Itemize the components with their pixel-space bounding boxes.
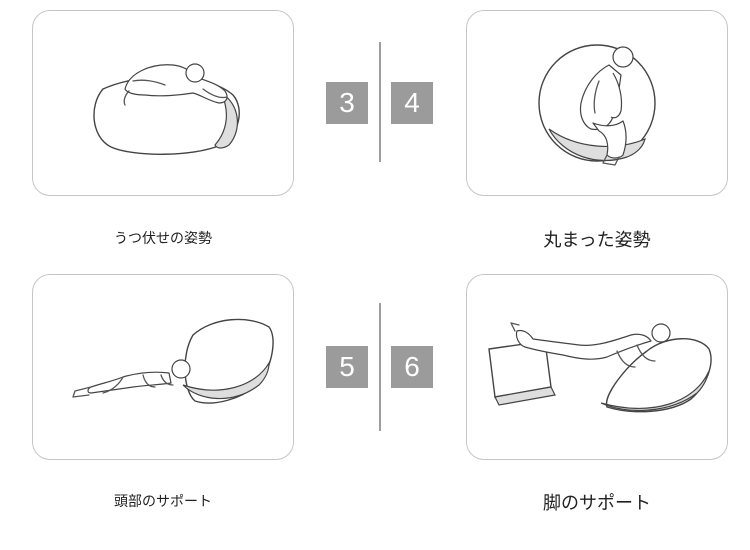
panel-caption-4: 丸まった姿勢 xyxy=(543,230,651,251)
panel-number-badge-3: 3 xyxy=(326,82,368,124)
leg-support-illustration xyxy=(488,322,712,413)
panel-card-4 xyxy=(466,10,728,196)
curled-posture-illustration xyxy=(538,44,656,166)
head-support-illustration xyxy=(72,318,274,404)
panel-card-6 xyxy=(466,274,728,460)
panel-card-3 xyxy=(32,10,294,196)
vertical-divider-top xyxy=(379,42,381,162)
panel-caption-6: 脚のサポート xyxy=(543,493,651,514)
panel-number-badge-6: 6 xyxy=(391,346,433,388)
panel-card-5 xyxy=(32,274,294,460)
panel-caption-3: うつ伏せの姿勢 xyxy=(114,231,212,247)
vertical-divider-bottom xyxy=(379,303,381,431)
panel-number-badge-5: 5 xyxy=(326,346,368,388)
prone-posture-illustration xyxy=(93,63,240,155)
panel-number-badge-4: 4 xyxy=(391,82,433,124)
panel-caption-5: 頭部のサポート xyxy=(114,494,212,510)
